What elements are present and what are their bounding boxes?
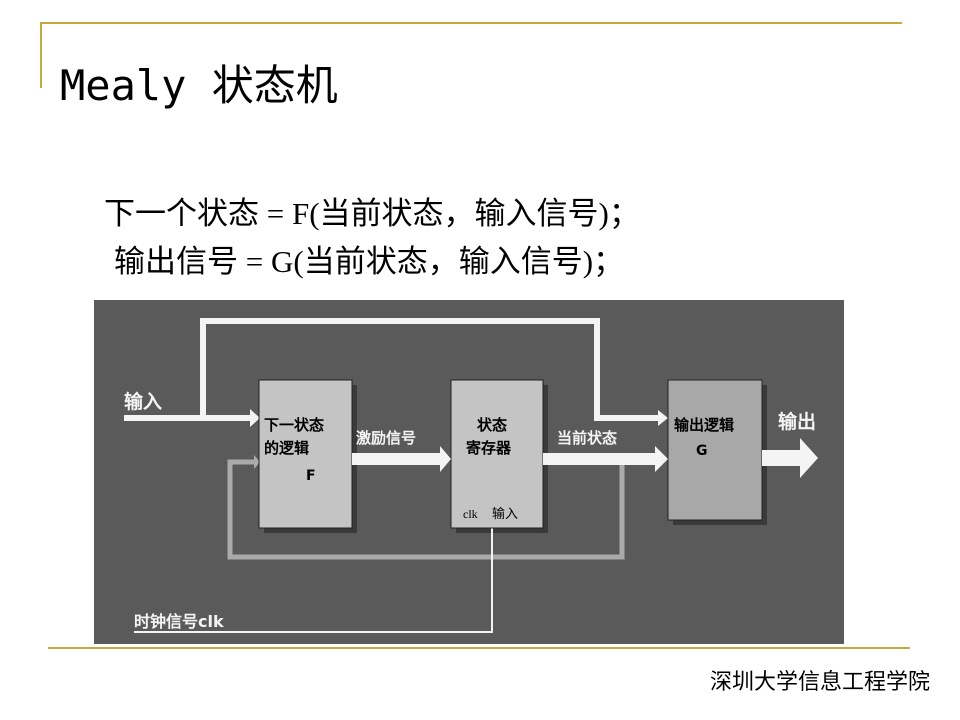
- clk-pin-label: clk: [463, 507, 478, 521]
- top-rule: [40, 22, 902, 24]
- current-state-arrow: [655, 446, 668, 472]
- next-logic-line3: F: [306, 468, 316, 484]
- output-label: 输出: [778, 410, 816, 433]
- footer-institution: 深圳大学信息工程学院: [709, 670, 930, 695]
- output-logic-box: [667, 379, 763, 521]
- bottom-rule: [48, 647, 910, 649]
- output-logic-line2: G: [696, 443, 708, 459]
- formula-output: 输出信号 = G(当前状态，输入信号)；: [114, 244, 625, 279]
- feedback-line: [227, 459, 625, 560]
- mealy-diagram: 输入 下一状态 的逻辑 F 激励信号 状态 寄存器 clk 输入 当前状态 输出…: [94, 300, 844, 644]
- clock-line: [134, 522, 493, 633]
- output-logic-line1: 输出逻辑: [674, 416, 734, 434]
- input-bypass-line: [200, 318, 660, 421]
- register-input-pin-label: 输入: [492, 506, 518, 522]
- register-line1: 状态: [477, 416, 507, 434]
- excitation-label: 激励信号: [356, 429, 416, 447]
- input-label: 输入: [124, 390, 162, 413]
- slide-title: Mealy 状态机: [60, 61, 338, 110]
- formula-next-state: 下一个状态 = F(当前状态，输入信号)；: [104, 196, 640, 231]
- next-logic-line1: 下一状态: [264, 416, 324, 434]
- clock-label: 时钟信号clk: [134, 612, 224, 631]
- state-register-box: [450, 379, 544, 529]
- next-logic-line2: 的逻辑: [264, 439, 309, 457]
- input-arrow: [250, 409, 260, 427]
- register-line2: 寄存器: [466, 439, 512, 457]
- left-rule: [40, 22, 42, 88]
- output-arrow: [800, 438, 818, 478]
- next-state-logic-box: [258, 379, 353, 529]
- current-state-label: 当前状态: [557, 429, 617, 447]
- excitation-arrow: [440, 446, 451, 472]
